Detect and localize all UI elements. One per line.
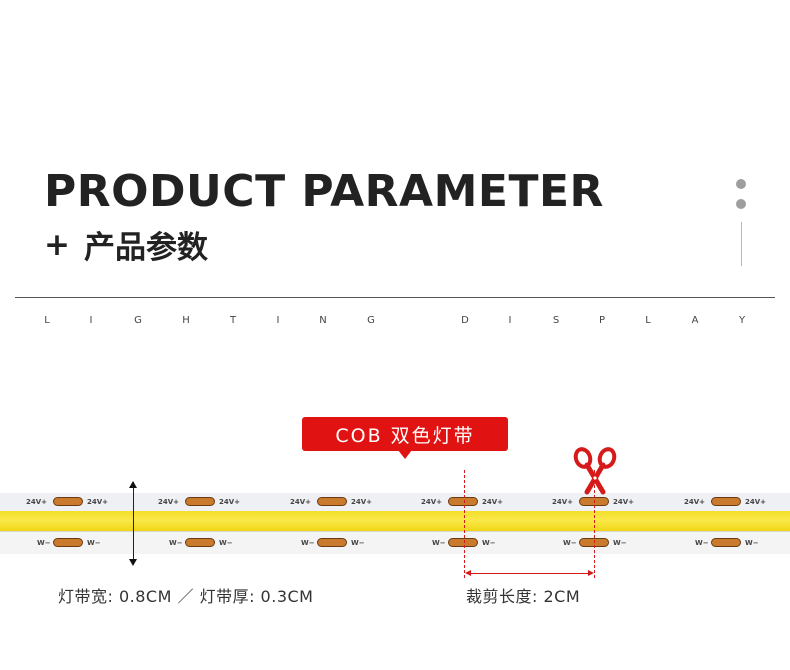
pad-label-top: 24V+	[745, 498, 767, 506]
pad-label-bottom: W−	[169, 539, 183, 547]
pad-label-bottom: W−	[432, 539, 446, 547]
cut-line-left	[464, 470, 465, 578]
cob-led-band	[0, 511, 790, 531]
solder-pad-bottom	[317, 538, 347, 547]
tagline-letter: L	[44, 315, 50, 326]
solder-pad-bottom	[711, 538, 741, 547]
arrow-up-icon	[129, 481, 137, 488]
pad-label-top: 24V+	[351, 498, 373, 506]
solder-pad-bottom	[53, 538, 83, 547]
divider	[15, 297, 775, 298]
pad-label-bottom: W−	[351, 539, 365, 547]
solder-pad-top	[185, 497, 215, 506]
pad-label-top: 24V+	[684, 498, 706, 506]
pad-label-top: 24V+	[26, 498, 48, 506]
pad-label-top: 24V+	[613, 498, 635, 506]
pad-label-bottom: W−	[482, 539, 496, 547]
pad-label-top: 24V+	[87, 498, 109, 506]
spec-cut-length: 裁剪长度: 2CM	[466, 587, 581, 606]
spec-width-thickness: 灯带宽: 0.8CM ／ 灯带厚: 0.3CM	[58, 587, 314, 606]
pad-label-top: 24V+	[290, 498, 312, 506]
tagline-letter: S	[552, 315, 560, 326]
subtitle-text: 产品参数	[83, 230, 208, 266]
decor-dot	[736, 179, 746, 189]
cut-line-right	[594, 470, 595, 578]
tagline: L I G H T I N G D I S P L A Y	[0, 315, 790, 329]
solder-pad-top	[317, 497, 347, 506]
solder-pad-top	[711, 497, 741, 506]
tagline-letter: D	[461, 315, 469, 326]
scissors-icon	[573, 447, 617, 495]
tagline-letter: I	[89, 315, 93, 326]
tagline-letter: G	[367, 315, 375, 326]
tagline-letter: N	[319, 315, 327, 326]
tagline-letter: G	[134, 315, 142, 326]
tagline-letter: Y	[738, 315, 746, 326]
strip-bottom-lane	[0, 531, 790, 554]
badge-pointer	[398, 450, 412, 459]
width-measure-line	[133, 482, 134, 564]
solder-pad-top	[448, 497, 478, 506]
pad-label-bottom: W−	[37, 539, 51, 547]
solder-pad-bottom	[185, 538, 215, 547]
page-subtitle: + 产品参数	[44, 222, 208, 267]
solder-pad-bottom	[448, 538, 478, 547]
product-badge: COB 双色灯带	[302, 417, 508, 451]
tagline-letter: I	[276, 315, 280, 326]
tagline-letter: A	[691, 315, 699, 326]
pad-label-bottom: W−	[563, 539, 577, 547]
page-title: PRODUCT PARAMETER	[44, 166, 604, 217]
strip-top-lane	[0, 493, 790, 511]
plus-icon: +	[44, 226, 70, 263]
pad-label-top: 24V+	[552, 498, 574, 506]
pad-label-top: 24V+	[219, 498, 241, 506]
pad-label-bottom: W−	[745, 539, 759, 547]
pad-label-bottom: W−	[613, 539, 627, 547]
tagline-letter: T	[229, 315, 237, 326]
tagline-letter: I	[508, 315, 512, 326]
arrow-down-icon	[129, 559, 137, 566]
solder-pad-top	[53, 497, 83, 506]
pad-label-bottom: W−	[219, 539, 233, 547]
tagline-letter: H	[182, 315, 190, 326]
cut-length-dimension	[470, 573, 588, 574]
pad-label-top: 24V+	[158, 498, 180, 506]
arrow-right-icon	[588, 570, 594, 576]
tagline-letter: P	[598, 315, 606, 326]
arrow-left-icon	[465, 570, 471, 576]
decor-vertical-line	[741, 222, 742, 266]
pad-label-bottom: W−	[301, 539, 315, 547]
pad-label-bottom: W−	[87, 539, 101, 547]
led-strip-illustration: 24V+ 24V+ W− W− 24V+ 24V+ W− W− 24V+ 24V+ W− W− 24V+…	[0, 493, 790, 554]
pad-label-bottom: W−	[695, 539, 709, 547]
tagline-letter: L	[645, 315, 651, 326]
pad-label-top: 24V+	[421, 498, 443, 506]
decor-dot	[736, 199, 746, 209]
pad-label-top: 24V+	[482, 498, 504, 506]
